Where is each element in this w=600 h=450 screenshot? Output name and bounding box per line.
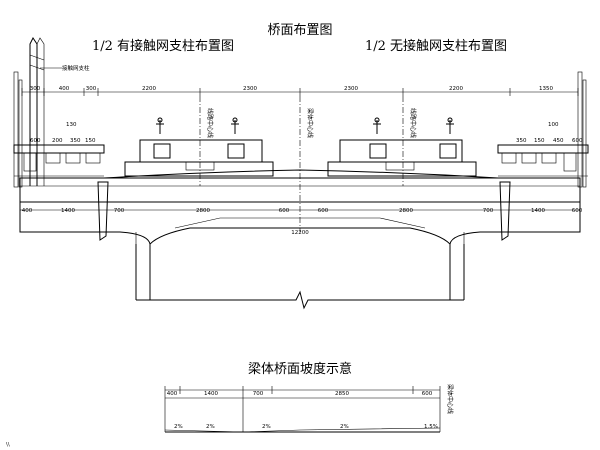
corner-mark: \\ <box>6 442 10 448</box>
rail-right-a <box>373 117 381 134</box>
deck-dimension-line: 400 1400 700 2800 600 600 2800 700 1400 … <box>20 208 583 214</box>
line-center-left-label: 线路中心线 <box>206 108 214 138</box>
top-dim-left-4: 2300 <box>243 86 257 92</box>
slope-dim-1: 1400 <box>204 391 218 397</box>
deck-slab <box>19 169 581 241</box>
deck-dim-1: 1400 <box>61 208 75 214</box>
side-dim-left-0: 130 <box>66 122 77 128</box>
side-dim-right-2: 150 <box>534 138 545 144</box>
side-dim-right-3: 450 <box>553 138 564 144</box>
slope-mark-4: 1.5% <box>424 424 438 430</box>
walkway-right: 100 350 150 450 600 <box>497 122 589 177</box>
deck-dim-7: 700 <box>483 208 494 214</box>
top-dim-left-0: 300 <box>30 86 41 92</box>
slope-dim-0: 400 <box>167 391 178 397</box>
slope-dim-4: 600 <box>422 391 433 397</box>
deck-dim-4: 600 <box>279 208 290 214</box>
side-dim-left-2: 350 <box>70 138 81 144</box>
deck-dim-2: 700 <box>114 208 125 214</box>
slope-mark-3: 2% <box>340 424 349 430</box>
slope-mark-0: 2% <box>174 424 183 430</box>
center-lines: 线路中心线 梁体中心线 线路中心线 <box>199 96 417 232</box>
rail-right-b <box>446 117 454 134</box>
rail-left-b <box>231 117 239 134</box>
deck-dim-3: 2800 <box>196 208 210 214</box>
deck-dim-6: 2800 <box>399 208 413 214</box>
track-slab-right <box>327 139 477 177</box>
track-slab-left <box>124 139 274 177</box>
deck-dim-9: 600 <box>572 208 583 214</box>
slope-mark-1: 2% <box>206 424 215 430</box>
total-width-label: 12200 <box>291 230 309 236</box>
slope-dim-2: 700 <box>253 391 264 397</box>
line-center-right-label: 线路中心线 <box>409 108 417 138</box>
top-dim-right-1: 2200 <box>449 86 463 92</box>
side-dim-right-1: 350 <box>516 138 527 144</box>
slope-dim-3: 2850 <box>335 391 349 397</box>
top-dim-right-0: 2300 <box>344 86 358 92</box>
deck-dim-5: 600 <box>318 208 329 214</box>
top-dim-right-2: 1350 <box>539 86 553 92</box>
top-dim-left-3: 2200 <box>142 86 156 92</box>
catenary-pole: 接触网支柱 <box>29 37 90 186</box>
rails <box>156 117 454 134</box>
left-title: 1/2 有接触网支柱布置图 <box>92 38 234 54</box>
right-title: 1/2 无接触网支柱布置图 <box>365 38 507 54</box>
box-girder <box>19 202 581 310</box>
top-dim-left-2: 300 <box>86 86 97 92</box>
rail-left-a <box>156 117 164 134</box>
deck-dim-0: 400 <box>22 208 33 214</box>
side-dim-left-4: 600 <box>30 138 41 144</box>
top-dim-left-1: 400 <box>59 86 70 92</box>
walkway-left: 130 200 350 150 600 <box>13 122 105 177</box>
main-title: 桥面布置图 <box>267 23 332 38</box>
side-dim-left-1: 200 <box>52 138 63 144</box>
side-dim-left-3: 150 <box>85 138 96 144</box>
pole-callout-label: 接触网支柱 <box>62 64 90 72</box>
slope-diagram: 400 1400 700 2850 600 2% 2% 2% 2% 1.5% 梁… <box>164 384 454 433</box>
slope-mark-2: 2% <box>262 424 271 430</box>
beam-center-label: 梁体中心线 <box>306 108 314 138</box>
side-dim-right-4: 600 <box>572 138 583 144</box>
top-dimension-line: 300 400 300 2200 2300 2300 2200 1350 <box>21 86 579 96</box>
slope-title: 梁体桥面坡度示意 <box>248 361 352 377</box>
side-dim-right-0: 100 <box>548 122 559 128</box>
slope-beam-center-label: 梁体中心线 <box>446 384 454 414</box>
deck-dim-8: 1400 <box>531 208 545 214</box>
